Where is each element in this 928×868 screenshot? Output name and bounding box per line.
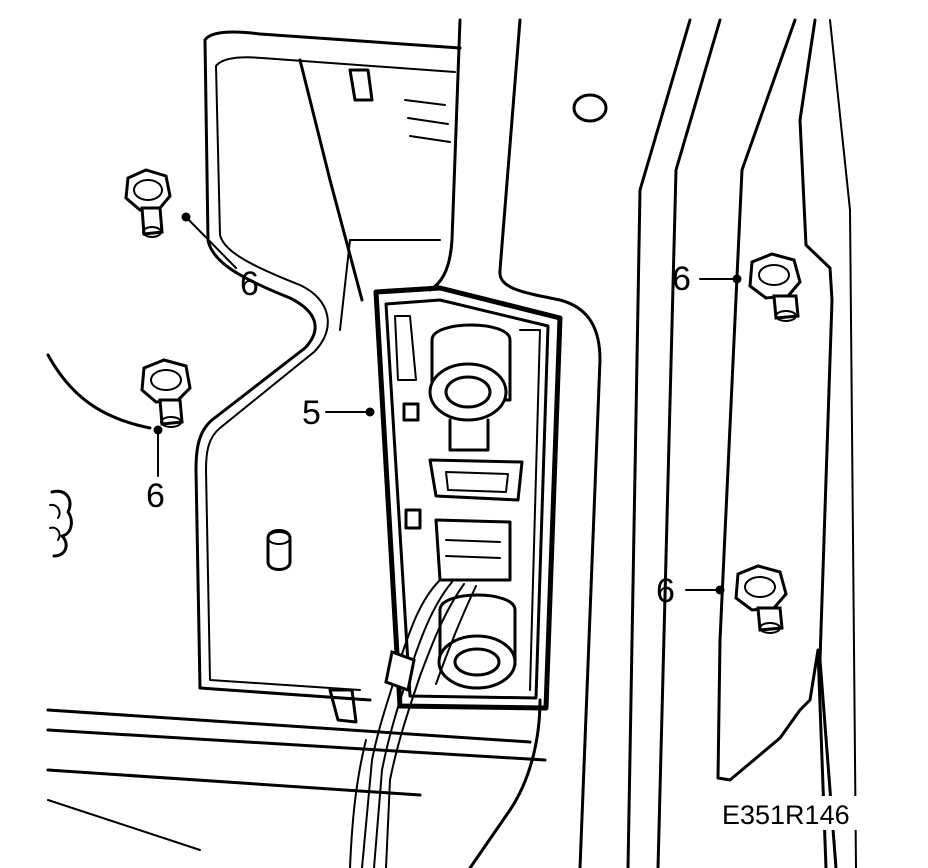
- callout-5: 5: [302, 394, 321, 432]
- left-features: [46, 353, 292, 571]
- right-body-lines: [626, 18, 857, 868]
- callout-6-bottom-right: 6: [656, 572, 675, 610]
- pillar: [298, 18, 608, 868]
- taillight-housing: [328, 285, 563, 724]
- nut-top-left: [124, 168, 172, 238]
- callout-6-top-left: 6: [240, 265, 259, 303]
- figure-reference: E351R146: [722, 800, 850, 830]
- body-panel-outline: [194, 30, 462, 702]
- callout-6-mid-left: 6: [146, 477, 165, 515]
- callout-6-top-right: 6: [672, 260, 691, 298]
- leader-lines: [153, 212, 742, 595]
- nut-top-right: [748, 252, 802, 322]
- wiring-harness: [349, 579, 477, 868]
- nut-bottom-right: [734, 564, 788, 634]
- nut-mid-left: [140, 358, 192, 428]
- lower-panel-lines: [46, 698, 547, 868]
